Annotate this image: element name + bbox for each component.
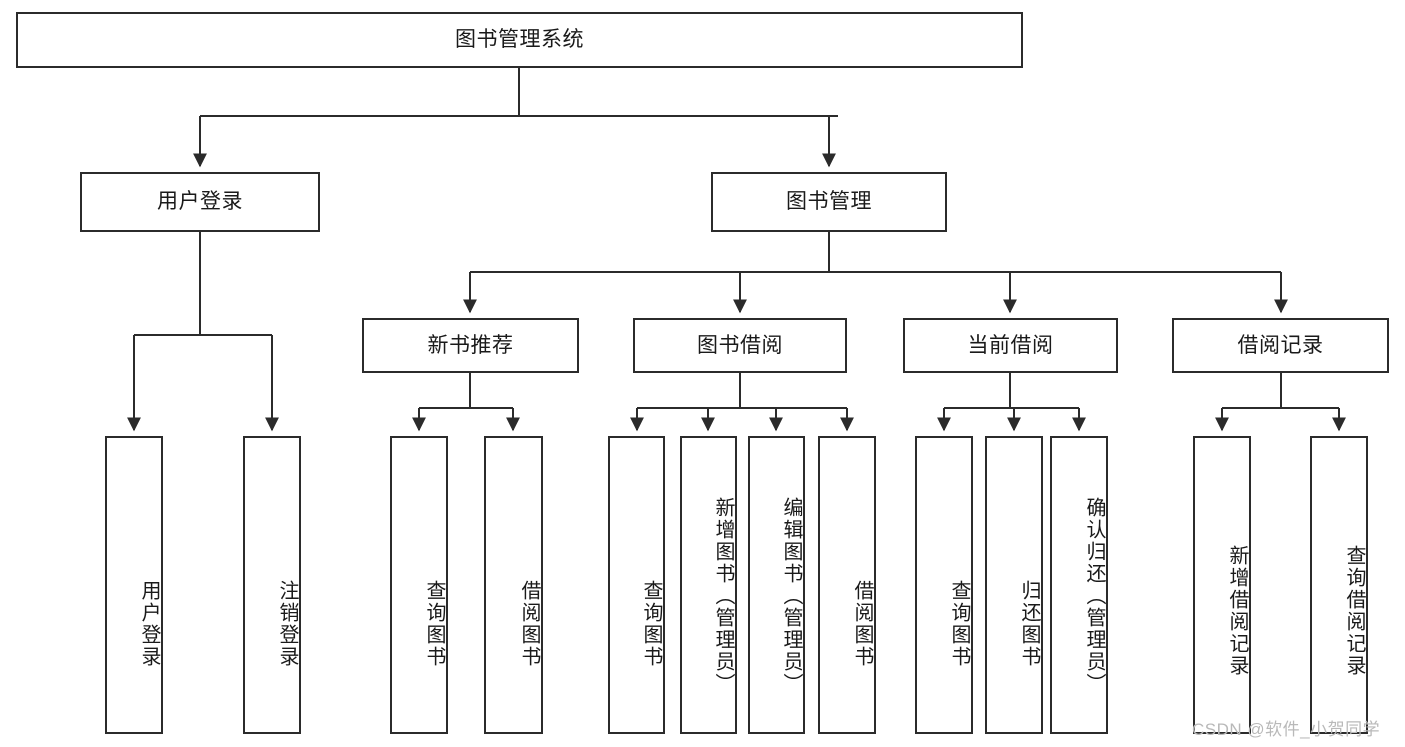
node-label: 注销登录 — [276, 580, 298, 668]
leaf-query-books-current[interactable]: 查询图书 — [915, 436, 973, 734]
leaf-confirm-return-admin[interactable]: 确认归还（管理员） — [1050, 436, 1108, 734]
leaf-logout[interactable]: 注销登录 — [243, 436, 301, 734]
node-label: 查询图书 — [640, 580, 662, 668]
node-label: 图书管理 — [786, 190, 872, 214]
leaf-query-books-recommend[interactable]: 查询图书 — [390, 436, 448, 734]
leaf-add-book-admin[interactable]: 新增图书（管理员） — [680, 436, 737, 734]
leaf-return-books[interactable]: 归还图书 — [985, 436, 1043, 734]
node-label: 确认归还（管理员） — [1083, 497, 1105, 695]
leaf-borrow-books-recommend[interactable]: 借阅图书 — [484, 436, 543, 734]
node-user-login[interactable]: 用户登录 — [80, 172, 320, 232]
node-current-borrow[interactable]: 当前借阅 — [903, 318, 1118, 373]
node-label: 借阅图书 — [518, 580, 540, 668]
node-label: 当前借阅 — [967, 333, 1054, 357]
leaf-query-borrow-record[interactable]: 查询借阅记录 — [1310, 436, 1368, 734]
node-root-system[interactable]: 图书管理系统 — [16, 12, 1023, 68]
node-new-book-recommend[interactable]: 新书推荐 — [362, 318, 579, 373]
node-label: 借阅图书 — [851, 580, 873, 668]
leaf-query-books-borrow[interactable]: 查询图书 — [608, 436, 665, 734]
node-label: 查询图书 — [948, 580, 970, 668]
leaf-user-login[interactable]: 用户登录 — [105, 436, 163, 734]
node-book-borrow[interactable]: 图书借阅 — [633, 318, 847, 373]
watermark-text: CSDN @软件_小贺同学 — [1192, 720, 1381, 739]
node-label: 新增图书（管理员） — [712, 497, 734, 695]
node-borrow-record[interactable]: 借阅记录 — [1172, 318, 1389, 373]
node-label: 查询图书 — [423, 580, 445, 668]
node-label: 编辑图书（管理员） — [780, 497, 802, 695]
node-label: 图书管理系统 — [455, 28, 584, 52]
node-label: 查询借阅记录 — [1343, 545, 1365, 677]
node-label: 图书借阅 — [697, 333, 783, 357]
leaf-edit-book-admin[interactable]: 编辑图书（管理员） — [748, 436, 805, 734]
node-label: 新增借阅记录 — [1226, 545, 1248, 677]
node-label: 用户登录 — [157, 190, 243, 214]
node-label: 借阅记录 — [1237, 333, 1324, 357]
node-book-management[interactable]: 图书管理 — [711, 172, 947, 232]
leaf-borrow-books-borrow[interactable]: 借阅图书 — [818, 436, 876, 734]
node-label: 用户登录 — [138, 580, 160, 668]
node-label: 归还图书 — [1018, 580, 1040, 668]
node-label: 新书推荐 — [427, 333, 514, 357]
leaf-add-borrow-record[interactable]: 新增借阅记录 — [1193, 436, 1251, 734]
